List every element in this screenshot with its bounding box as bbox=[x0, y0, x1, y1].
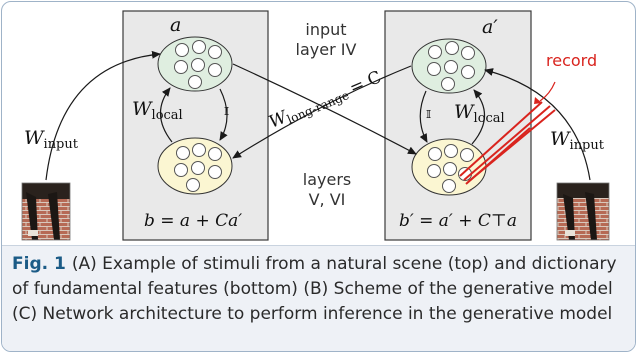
label-node-a-prime: a′ bbox=[482, 16, 498, 38]
caption-label: Fig. 1 bbox=[12, 254, 66, 274]
label-long-range: Wlong-range= C bbox=[266, 67, 385, 133]
left-wlocal-arrow bbox=[159, 87, 173, 143]
figure-caption: Fig. 1(A) Example of stimuli from a natu… bbox=[12, 252, 622, 327]
label-right-identity: 𝕀 bbox=[426, 108, 431, 121]
node-b-prime-units bbox=[427, 144, 474, 193]
node-a-prime-units bbox=[427, 41, 475, 91]
node-a-units bbox=[174, 40, 222, 89]
label-layers-line1: layers bbox=[303, 170, 351, 189]
left-input-arrow bbox=[45, 50, 161, 181]
node-b-units bbox=[174, 143, 222, 192]
label-b-equation: b = a + Ca′ bbox=[144, 211, 242, 231]
record-arrow bbox=[539, 81, 556, 102]
label-record: record bbox=[546, 51, 597, 70]
label-left-winput: Winput bbox=[24, 127, 79, 152]
label-right-winput: Winput bbox=[550, 128, 605, 153]
left-stimulus-image bbox=[21, 182, 71, 241]
label-right-wlocal: Wlocal bbox=[454, 101, 505, 126]
label-left-wlocal: Wlocal bbox=[132, 98, 183, 123]
label-b-prime-equation: b′ = a′ + C⊤a bbox=[399, 211, 517, 231]
right-stimulus-image bbox=[556, 182, 610, 241]
label-input-line1: input bbox=[305, 20, 346, 39]
label-layers-line2: V, VI bbox=[309, 190, 346, 209]
right-input-arrow bbox=[484, 68, 591, 181]
label-left-identity: 𝕀 bbox=[224, 105, 229, 118]
label-input-line2: layer IV bbox=[296, 40, 357, 59]
long-range-arrow-aprime-to-b bbox=[232, 65, 412, 159]
long-range-arrow-a-to-bprime bbox=[232, 63, 417, 155]
caption-box: Fig. 1(A) Example of stimuli from a natu… bbox=[2, 245, 635, 351]
record-electrode bbox=[459, 101, 556, 185]
caption-body: (A) Example of stimuli from a natural sc… bbox=[12, 254, 617, 324]
right-wlocal-arrow bbox=[471, 89, 486, 145]
right-identity-arrow bbox=[419, 90, 428, 143]
label-node-a: a bbox=[170, 14, 181, 36]
network-architecture-diagram: a a′ b = a + Ca′ b′ = a′ + C⊤a 𝕀 𝕀 Wloca… bbox=[21, 10, 610, 241]
left-identity-arrow bbox=[219, 88, 228, 141]
